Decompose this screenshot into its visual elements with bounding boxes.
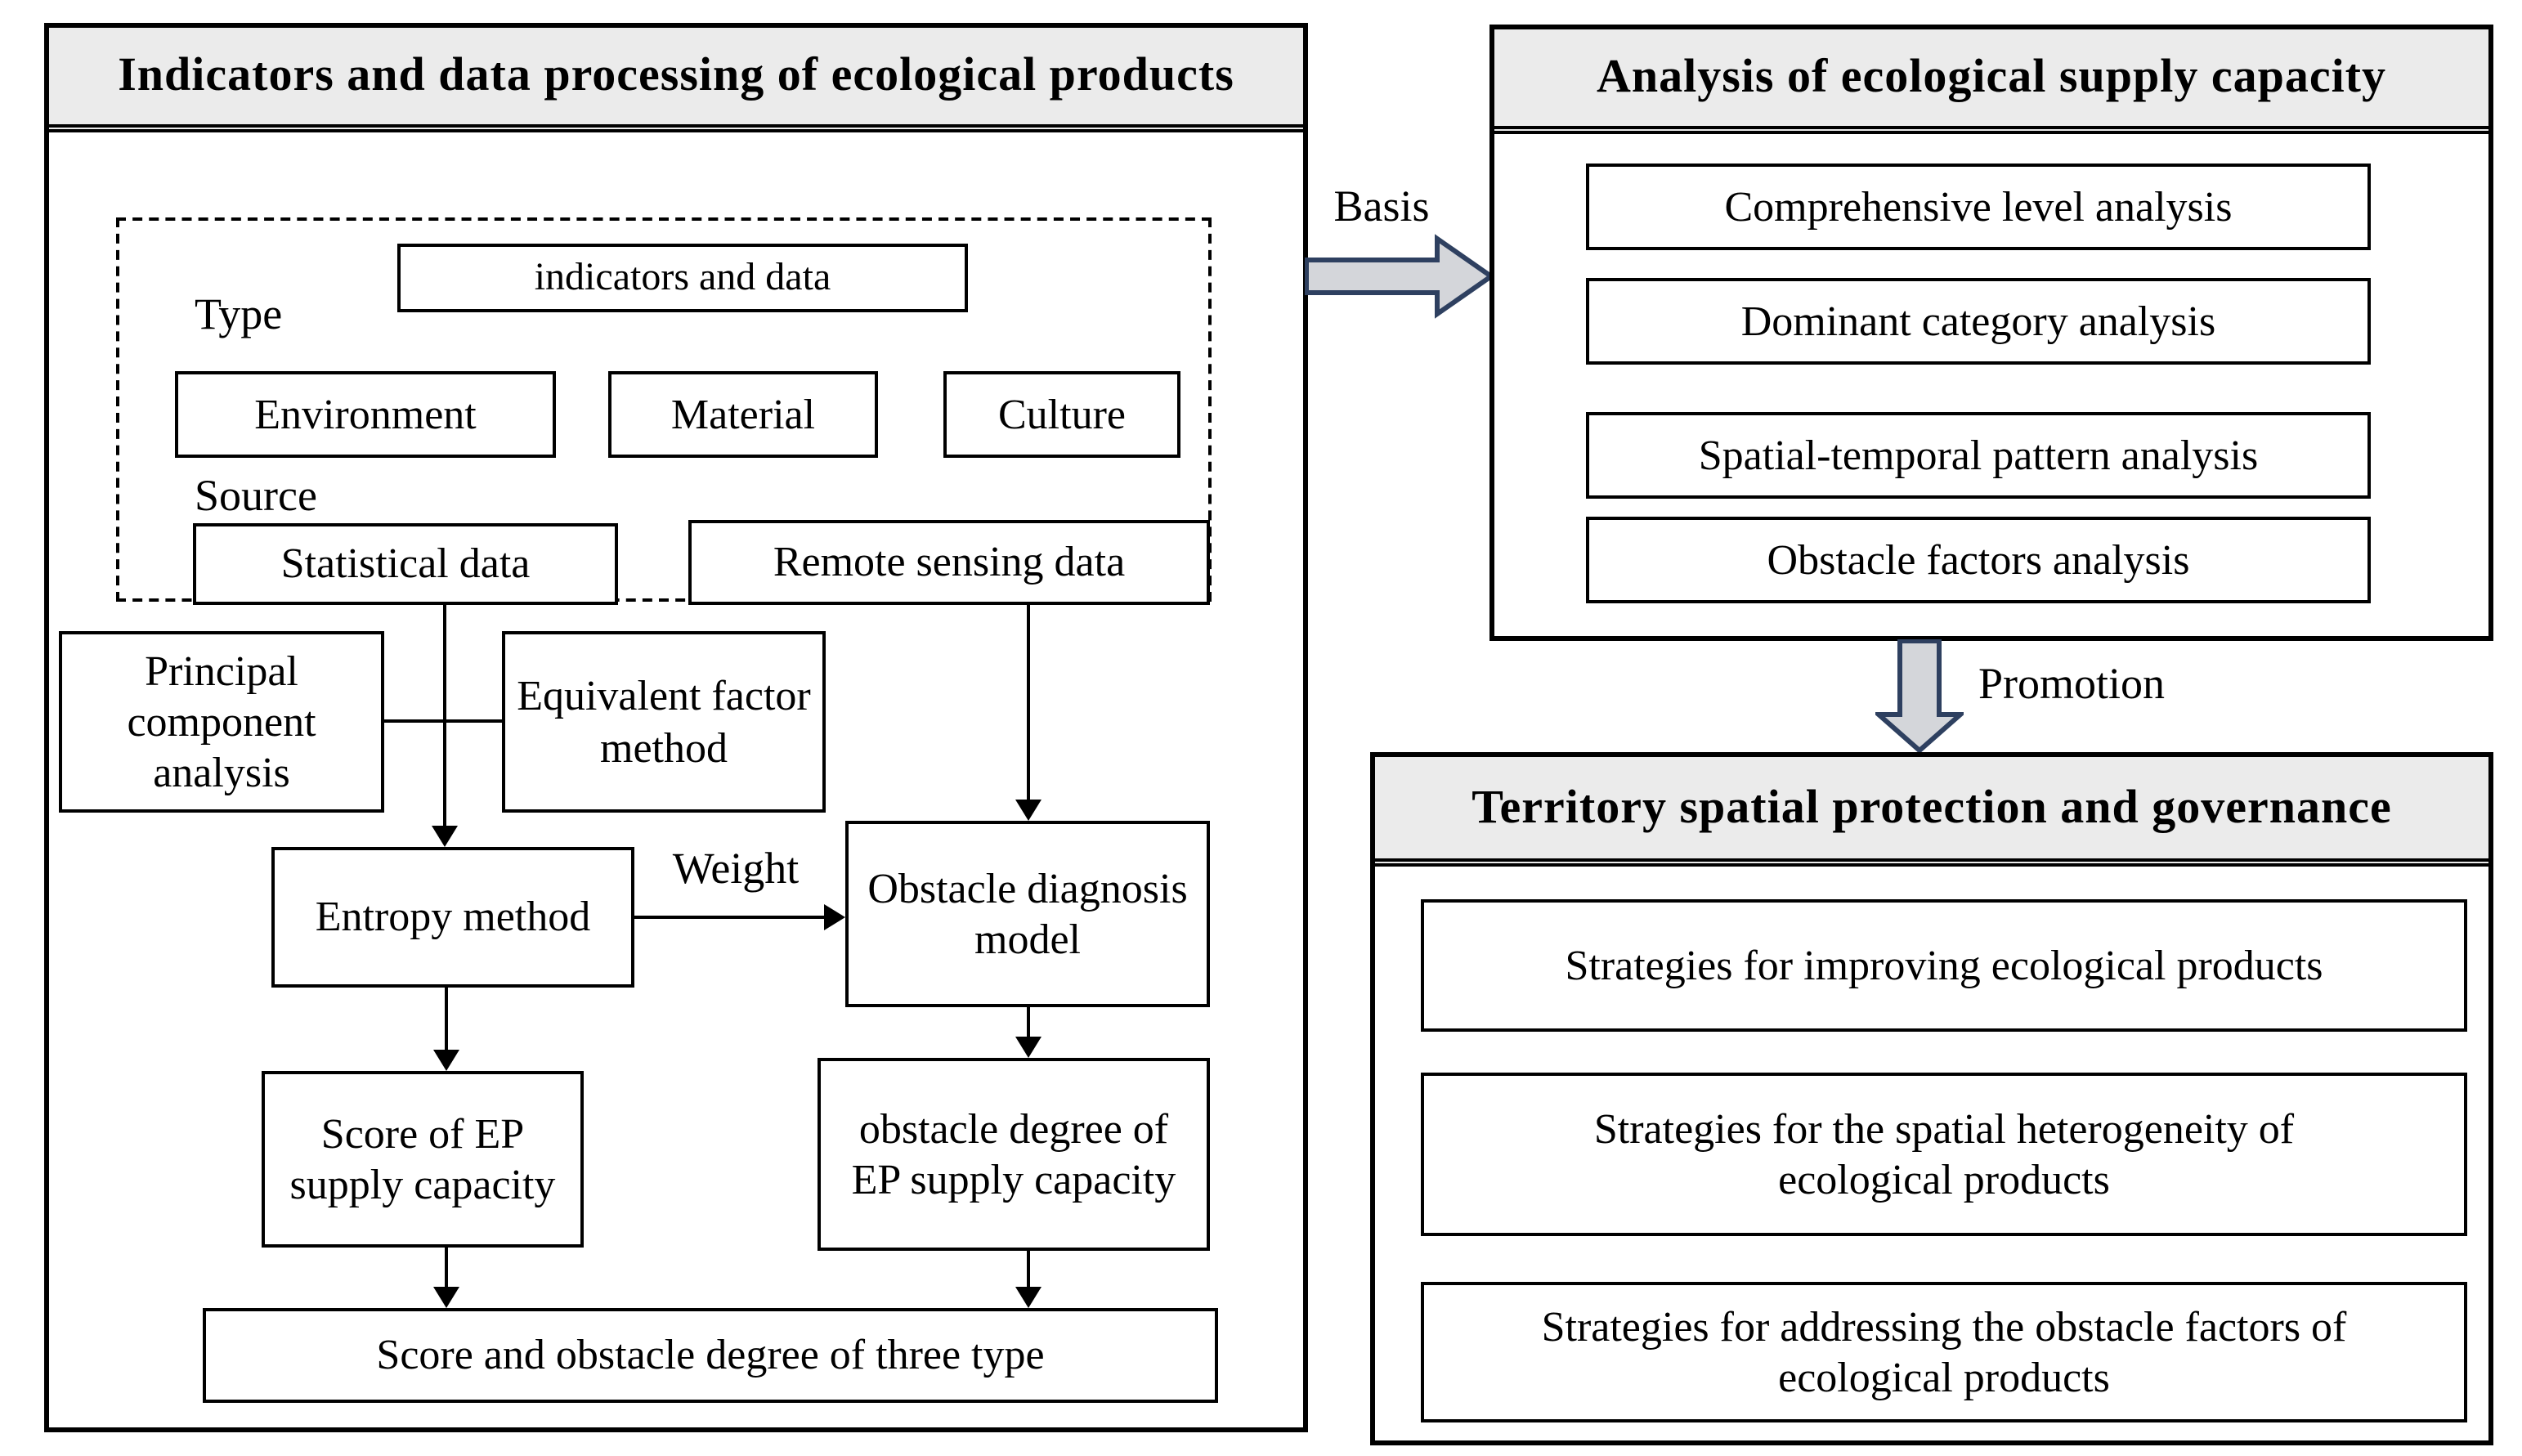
remote-sensing-label: Remote sensing data xyxy=(773,538,1126,586)
equivalent-factor-label: Equivalent factor method xyxy=(517,672,811,771)
entropy-method-box: Entropy method xyxy=(271,847,634,988)
source-label: Source xyxy=(195,471,317,520)
strategies-heterogeneity-label: Strategies for the spatial heterogeneity… xyxy=(1593,1104,2295,1203)
analysis-item-obstacle-factors: Obstacle factors analysis xyxy=(1586,517,2371,603)
strategies-obstacle-label: Strategies for addressing the obstacle f… xyxy=(1541,1302,2347,1401)
obstacle-degree-label: obstacle degree of EP supply capacity xyxy=(851,1104,1176,1203)
territory-item-obstacle-factors: Strategies for addressing the obstacle f… xyxy=(1421,1282,2467,1422)
territory-item-improving: Strategies for improving ecological prod… xyxy=(1421,899,2467,1032)
indicators-and-data-box: indicators and data xyxy=(397,244,968,312)
summary-arrowhead-right-icon xyxy=(1015,1287,1042,1308)
analysis-item-comprehensive: Comprehensive level analysis xyxy=(1586,164,2371,250)
score-arrowhead-icon xyxy=(432,1050,459,1071)
summary-box: Score and obstacle degree of three type xyxy=(203,1308,1218,1403)
territory-panel-header: Territory spatial protection and governa… xyxy=(1375,757,2488,867)
type-box-culture: Culture xyxy=(943,371,1180,458)
promotion-label: Promotion xyxy=(1978,659,2166,708)
strategies-improving-label: Strategies for improving ecological prod… xyxy=(1565,941,2323,989)
summary-arrowhead-left-icon xyxy=(432,1287,459,1308)
obstacle-arrowhead-icon xyxy=(1015,800,1042,821)
equivalent-factor-box: Equivalent factor method xyxy=(502,631,826,813)
type-label: Type xyxy=(195,289,283,338)
weight-arrow-line xyxy=(634,916,824,919)
score-ep-label: Score of EP supply capacity xyxy=(289,1109,556,1208)
indicator-dashed-group xyxy=(116,217,1212,602)
analysis-item-spatial-temporal: Spatial-temporal pattern analysis xyxy=(1586,412,2371,499)
source-box-remote-sensing: Remote sensing data xyxy=(688,520,1210,605)
environment-label: Environment xyxy=(254,390,477,438)
source-box-statistical-data: Statistical data xyxy=(193,523,618,605)
analysis-panel-title: Analysis of ecological supply capacity xyxy=(1596,51,2386,103)
basis-block-arrow-icon xyxy=(1305,234,1496,319)
entropy-method-label: Entropy method xyxy=(315,893,591,941)
indicators-and-data-label: indicators and data xyxy=(534,256,831,299)
dominant-category-label: Dominant category analysis xyxy=(1740,297,2216,345)
degree-arrowhead-icon xyxy=(1015,1037,1042,1058)
obstacle-diagnosis-label: Obstacle diagnosis model xyxy=(867,864,1188,963)
obstacle-degree-box: obstacle degree of EP supply capacity xyxy=(818,1058,1210,1251)
basis-label: Basis xyxy=(1333,181,1430,231)
degree-to-summary-line xyxy=(1027,1251,1030,1290)
material-label: Material xyxy=(670,390,816,438)
comprehensive-level-label: Comprehensive level analysis xyxy=(1724,182,2233,231)
statistical-data-label: Statistical data xyxy=(280,540,531,588)
entropy-arrowhead-icon xyxy=(432,826,458,847)
pca-box: Principal component analysis xyxy=(59,631,384,813)
promotion-block-arrow-icon xyxy=(1875,639,1964,754)
culture-label: Culture xyxy=(998,390,1126,438)
obstacle-to-degree-line xyxy=(1027,1007,1030,1040)
summary-label: Score and obstacle degree of three type xyxy=(376,1331,1045,1379)
obstacle-factors-label: Obstacle factors analysis xyxy=(1767,535,2190,584)
obstacle-diagnosis-box: Obstacle diagnosis model xyxy=(845,821,1210,1007)
spatial-temporal-label: Spatial-temporal pattern analysis xyxy=(1698,431,2259,479)
type-box-material: Material xyxy=(608,371,878,458)
territory-panel-title: Territory spatial protection and governa… xyxy=(1472,781,2392,833)
entropy-to-score-line xyxy=(444,988,447,1053)
left-panel-header: Indicators and data processing of ecolog… xyxy=(49,28,1303,132)
weight-arrowhead-icon xyxy=(824,904,845,930)
dashed-to-entropy-line xyxy=(443,602,446,826)
dashed-to-obstacle-line xyxy=(1027,602,1030,801)
analysis-item-dominant: Dominant category analysis xyxy=(1586,278,2371,365)
score-to-summary-line xyxy=(444,1248,447,1290)
analysis-panel-header: Analysis of ecological supply capacity xyxy=(1494,29,2488,134)
pca-label: Principal component analysis xyxy=(127,647,316,797)
left-panel-title: Indicators and data processing of ecolog… xyxy=(118,49,1234,101)
territory-item-heterogeneity: Strategies for the spatial heterogeneity… xyxy=(1421,1073,2467,1236)
weight-label: Weight xyxy=(672,844,800,893)
type-box-environment: Environment xyxy=(175,371,556,458)
score-ep-box: Score of EP supply capacity xyxy=(262,1071,584,1248)
